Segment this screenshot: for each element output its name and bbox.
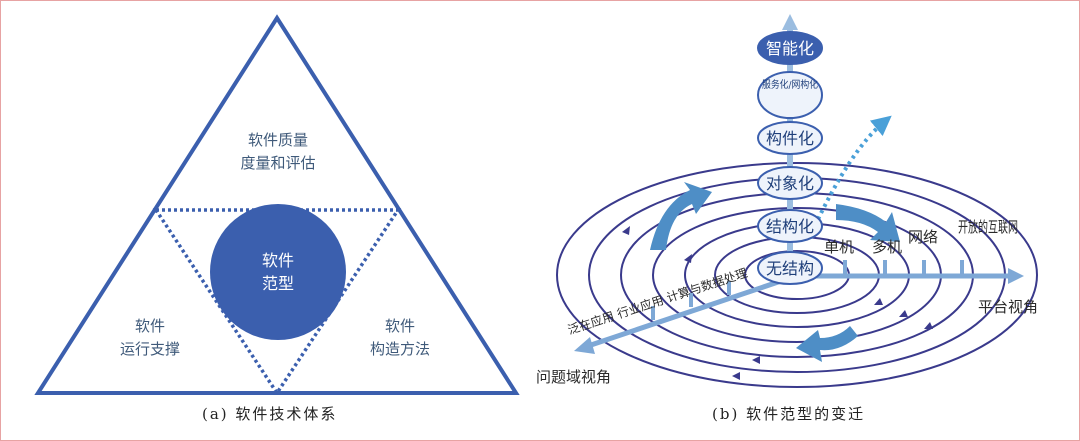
stack-label-structured: 结构化 [766,217,814,236]
platform-tick [922,260,926,276]
runtime-support-line2: 运行支撑 [120,340,180,358]
platform-axis-title: 平台视角 [978,298,1038,316]
platform-tick [883,260,887,276]
paradigm-label-line2: 范型 [262,274,294,293]
software-technology-triangle: 软件质量 度量和评估 软件 范型 软件 运行支撑 软件 构造方法 [34,14,520,397]
ring-arrowhead [874,298,883,305]
rotation-arrow-left [650,182,712,250]
domain-tick [689,293,693,307]
platform-label-multi: 多机 [872,238,902,256]
platform-tick [843,260,847,276]
domain-label-computing: 计算与数据处理 [665,265,750,305]
domain-tick [727,281,731,295]
stack-service [757,71,823,119]
stack-label-service: 服务化/网构化 [762,78,818,91]
ring-arrowhead [899,310,908,317]
paradigm-label-line1: 软件 [262,251,294,270]
construction-method-line2: 构造方法 [370,340,430,358]
ring-arrowhead [622,226,630,235]
paradigm-evolution-diagram: 智能化 服务化/网构化 构件化 对象化 结构化 无结构 单机 多机 网络 开放的… [536,14,1038,388]
paradigm-axis-arrowhead [782,14,798,30]
platform-axis-arrowhead [1008,268,1024,284]
ring-arrowhead [752,356,760,364]
future-dotted-arrow [810,115,892,233]
stack-unstructured [757,251,823,285]
platform-label-internet: 开放的互联网 [958,218,1018,236]
stack-intelligent [757,31,823,65]
ring-arrowhead [684,254,692,263]
platform-label-single: 单机 [824,238,854,256]
domain-tick [651,306,655,320]
caption-right: (b) 软件范型的变迁 [712,405,866,423]
orbit-ring-7 [556,162,1038,388]
stack-label-unstructured: 无结构 [766,259,814,278]
ring-arrowhead [732,372,740,380]
domain-axis-arrowhead [574,337,595,354]
stack-object [757,166,823,200]
caption-left: (a) 软件技术体系 [202,405,338,423]
domain-label-industry: 行业应用 [615,292,665,321]
domain-axis-title: 问题域视角 [536,368,611,386]
stack-label-object: 对象化 [766,174,814,193]
platform-label-network: 网络 [908,228,938,246]
ring-arrowhead [924,322,933,329]
stack-label-intelligent: 智能化 [766,39,814,58]
domain-axis-line [587,275,791,349]
rotation-arrow-bottom [796,326,858,362]
paradigm-circle [210,204,346,340]
quality-label-line1: 软件质量 [248,131,308,149]
stack-component [757,121,823,155]
runtime-support-line1: 软件 [135,317,165,335]
quality-label-line2: 度量和评估 [240,154,315,172]
rotation-arrow-right [836,204,900,242]
stack-label-component: 构件化 [766,129,814,148]
platform-tick [960,260,964,276]
construction-method-line1: 软件 [385,317,415,335]
stack-structured [757,209,823,243]
